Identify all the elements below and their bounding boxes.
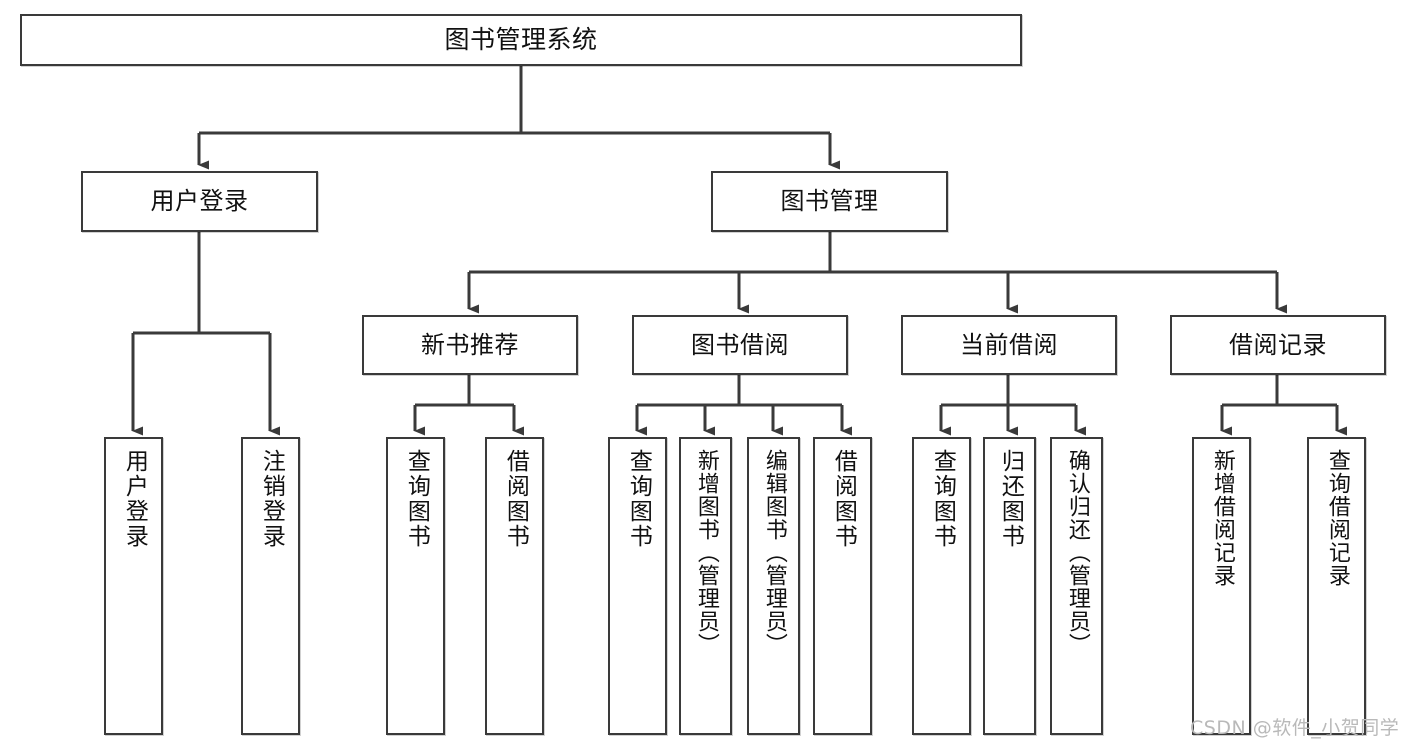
node-leaf-query-borrow-record[interactable]: 查询借阅记录 <box>1307 437 1366 735</box>
csdn-watermark: CSDN @软件_小贺同学 <box>1190 717 1400 739</box>
node-leaf-user-login[interactable]: 用户登录 <box>104 437 163 735</box>
node-label: 用户登录 <box>150 187 249 216</box>
node-leaf-edit-book-admin[interactable]: 编辑图书（管理员） <box>747 437 800 735</box>
node-borrowing-records[interactable]: 借阅记录 <box>1170 315 1386 375</box>
node-label: 新书推荐 <box>421 330 519 359</box>
node-label: 注销登录 <box>258 449 285 549</box>
node-label: 查询图书 <box>625 449 652 549</box>
node-label: 借阅图书 <box>502 449 529 549</box>
node-current-borrowing[interactable]: 当前借阅 <box>901 315 1117 375</box>
node-label: 用户登录 <box>121 449 148 549</box>
node-leaf-query-book-cb[interactable]: 查询图书 <box>912 437 971 735</box>
node-label: 新增图书（管理员） <box>693 449 719 656</box>
node-label: 编辑图书（管理员） <box>761 449 787 656</box>
node-label: 确认归还（管理员） <box>1064 449 1090 656</box>
node-book-management[interactable]: 图书管理 <box>711 171 948 232</box>
node-label: 借阅图书 <box>830 449 857 549</box>
node-label: 图书借阅 <box>691 330 789 359</box>
node-label: 查询图书 <box>403 449 430 549</box>
node-label: 查询图书 <box>929 449 956 549</box>
node-leaf-add-book-admin[interactable]: 新增图书（管理员） <box>679 437 732 735</box>
node-label: 当前借阅 <box>960 330 1058 359</box>
node-label: 查询借阅记录 <box>1324 449 1350 587</box>
node-label: 图书管理 <box>780 187 879 216</box>
node-new-book-recommendation[interactable]: 新书推荐 <box>362 315 578 375</box>
node-label: 新增借阅记录 <box>1209 449 1235 587</box>
node-leaf-query-book-bb[interactable]: 查询图书 <box>608 437 667 735</box>
node-leaf-add-borrow-record[interactable]: 新增借阅记录 <box>1192 437 1251 735</box>
node-leaf-confirm-return-admin[interactable]: 确认归还（管理员） <box>1050 437 1103 735</box>
node-leaf-borrow-book-nbr[interactable]: 借阅图书 <box>485 437 544 735</box>
node-book-borrowing[interactable]: 图书借阅 <box>632 315 848 375</box>
node-leaf-logout[interactable]: 注销登录 <box>241 437 300 735</box>
node-label: 借阅记录 <box>1229 330 1327 359</box>
node-leaf-return-book[interactable]: 归还图书 <box>983 437 1036 735</box>
node-leaf-query-book-nbr[interactable]: 查询图书 <box>386 437 445 735</box>
node-user-login[interactable]: 用户登录 <box>81 171 318 232</box>
node-label: 归还图书 <box>997 449 1024 549</box>
node-label: 图书管理系统 <box>444 25 598 55</box>
node-root-book-management-system[interactable]: 图书管理系统 <box>20 14 1022 66</box>
node-leaf-borrow-book-bb[interactable]: 借阅图书 <box>813 437 872 735</box>
